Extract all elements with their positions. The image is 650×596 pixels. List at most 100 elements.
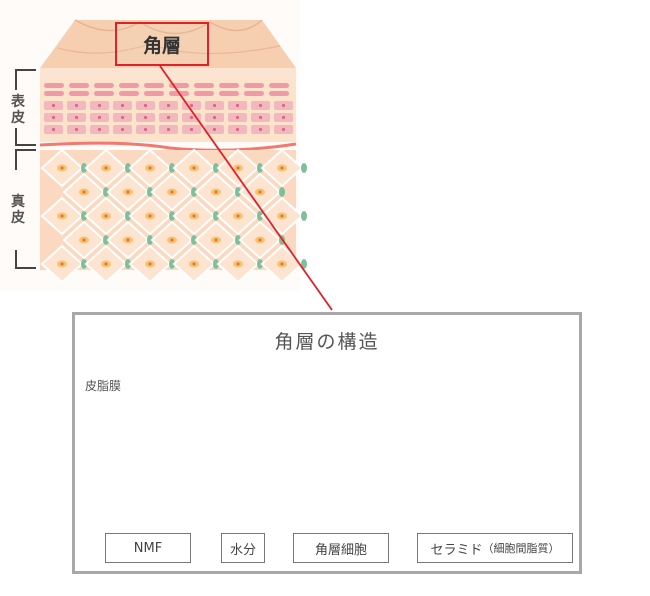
fibroblast-nucleus <box>104 214 108 218</box>
cell-nucleus <box>235 103 240 108</box>
panel-title: 角層の構造 <box>274 331 380 353</box>
fibroblast-nucleus <box>126 238 130 242</box>
collagen-node <box>81 211 87 221</box>
cell-nucleus <box>258 127 263 132</box>
flat-cell <box>44 83 64 88</box>
corneocyte-label: 角層細胞 <box>314 542 367 558</box>
collagen-node <box>257 163 263 173</box>
cell-nucleus <box>143 127 148 132</box>
dermis-label-char1: 真 <box>11 194 25 210</box>
nmf-label: NMF <box>133 540 163 556</box>
collagen-node <box>103 235 109 245</box>
collagen-node <box>279 187 285 197</box>
flat-cell <box>194 83 214 88</box>
cell-nucleus <box>189 127 194 132</box>
collagen-node <box>125 211 131 221</box>
nmf-label-box: NMF <box>105 533 191 563</box>
cell-nucleus <box>51 127 56 132</box>
collagen-node <box>169 259 175 269</box>
fibroblast-nucleus <box>236 214 240 218</box>
fibroblast-nucleus <box>104 166 108 170</box>
fibroblast-nucleus <box>236 262 240 266</box>
cell-nucleus <box>281 127 286 132</box>
fibroblast-nucleus <box>192 166 196 170</box>
basement-membrane <box>39 141 297 152</box>
callout-leader-line <box>159 65 333 311</box>
fibroblast-nucleus <box>148 262 152 266</box>
cell-nucleus <box>235 127 240 132</box>
flat-cell <box>44 91 64 96</box>
epidermis-label-char1: 表 <box>11 94 25 110</box>
collagen-node <box>235 187 241 197</box>
epidermis-label-char2: 皮 <box>11 110 25 126</box>
collagen-node <box>81 163 87 173</box>
fibroblast-nucleus <box>280 214 284 218</box>
collagen-node <box>301 211 307 221</box>
fibroblast-nucleus <box>60 262 64 266</box>
cell-nucleus <box>281 115 286 120</box>
collagen-node <box>213 211 219 221</box>
epidermis-cells <box>44 83 293 134</box>
cell-nucleus <box>258 115 263 120</box>
collagen-node <box>125 259 131 269</box>
cell-nucleus <box>281 103 286 108</box>
ceramide-note: （細胞間脂質） <box>482 542 560 555</box>
flat-cell <box>244 91 264 96</box>
cell-nucleus <box>166 103 171 108</box>
fibroblast-nucleus <box>214 238 218 242</box>
bracket-epidermis-top <box>15 69 36 90</box>
fibroblast-nucleus <box>170 238 174 242</box>
fibroblast-nucleus <box>258 238 262 242</box>
collagen-node <box>257 259 263 269</box>
collagen-node <box>169 163 175 173</box>
flat-cell <box>144 91 164 96</box>
cell-nucleus <box>258 103 263 108</box>
collagen-node <box>191 235 197 245</box>
ceramide-label: セラミド <box>430 542 483 558</box>
collagen-node <box>81 259 87 269</box>
cell-nucleus <box>212 103 217 108</box>
cell-nucleus <box>166 115 171 120</box>
cell-nucleus <box>212 127 217 132</box>
stratum-corneum-callout: 角層 <box>115 22 209 66</box>
flat-cell <box>144 83 164 88</box>
fibroblast-nucleus <box>192 262 196 266</box>
cell-nucleus <box>120 127 125 132</box>
flat-cell <box>69 83 89 88</box>
collagen-node <box>169 211 175 221</box>
fibroblast-nucleus <box>214 190 218 194</box>
cell-nucleus <box>74 103 79 108</box>
cell-nucleus <box>143 103 148 108</box>
collagen-node <box>301 163 307 173</box>
skin-block <box>0 0 307 290</box>
flat-cell <box>119 91 139 96</box>
collagen-node <box>191 187 197 197</box>
fibroblast-nucleus <box>258 190 262 194</box>
collagen-node <box>235 235 241 245</box>
dermis-label-char2: 皮 <box>11 210 25 226</box>
collagen-node <box>125 163 131 173</box>
cell-nucleus <box>235 115 240 120</box>
bracket-epidermis-bottom <box>15 128 36 146</box>
collagen-node <box>103 187 109 197</box>
structure-panel: 角層の構造 皮脂膜 NMF 水分 角層細胞 セラミド （細胞間脂質） <box>72 312 582 574</box>
cell-nucleus <box>120 115 125 120</box>
flat-cell <box>269 91 289 96</box>
flat-cell <box>69 91 89 96</box>
callout-label: 角層 <box>142 34 181 57</box>
cell-nucleus <box>189 103 194 108</box>
fibroblast-nucleus <box>236 166 240 170</box>
cell-nucleus <box>74 115 79 120</box>
bracket-dermis-top <box>15 149 36 170</box>
fibroblast-nucleus <box>280 262 284 266</box>
flat-cell <box>94 91 114 96</box>
bracket-dermis-bottom <box>15 250 36 269</box>
fibroblast-nucleus <box>126 190 130 194</box>
cell-nucleus <box>143 115 148 120</box>
flat-cell <box>119 83 139 88</box>
water-label: 水分 <box>229 542 256 558</box>
flat-cell <box>219 91 239 96</box>
collagen-node <box>301 259 307 269</box>
ceramide-label-box: セラミド （細胞間脂質） <box>417 533 573 563</box>
dermis-network <box>40 148 307 284</box>
